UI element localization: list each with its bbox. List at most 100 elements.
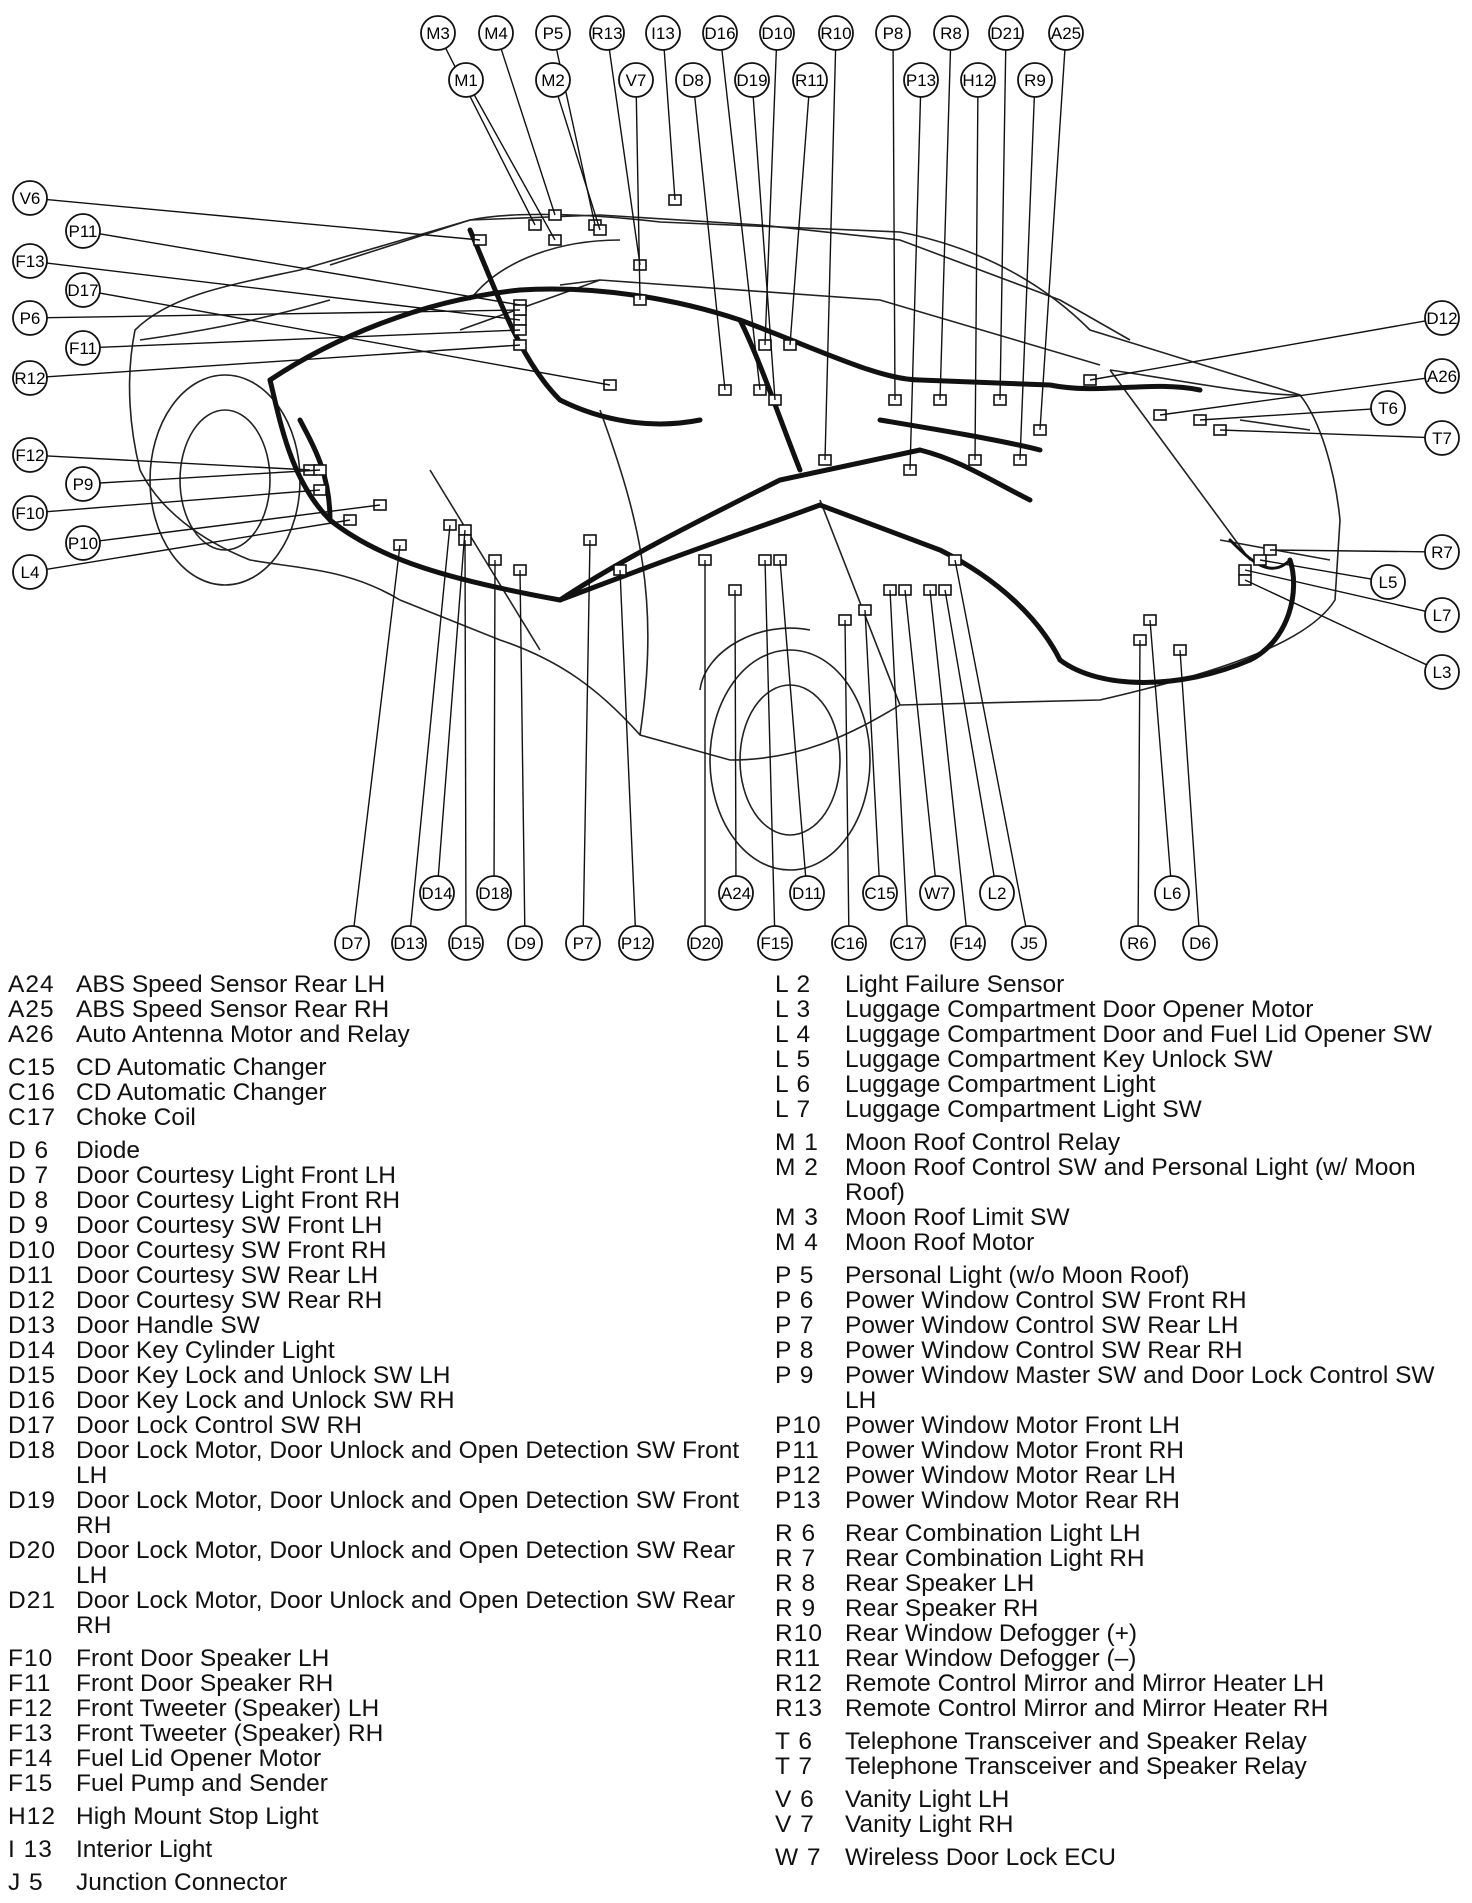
legend-name: Power Window Master SW and Door Lock Con… xyxy=(845,1362,1435,1414)
callout-circle xyxy=(831,925,867,961)
legend-code: P10 xyxy=(775,1412,822,1439)
callout-p7: P7 xyxy=(565,925,601,961)
leader-w7 xyxy=(904,589,936,877)
callout-code: M4 xyxy=(484,24,508,43)
leader-r7 xyxy=(1269,549,1426,553)
legend-code: R13 xyxy=(775,1695,823,1722)
legend-name: Power Window Control SW Rear RH xyxy=(845,1337,1243,1364)
legend-name: Rear Combination Light LH xyxy=(845,1520,1141,1547)
callout-p6: P6 xyxy=(12,300,48,336)
legend-code: P13 xyxy=(775,1487,822,1514)
legend-code: L 3 xyxy=(775,996,812,1023)
legend-code: D 8 xyxy=(8,1187,50,1214)
legend-code: D10 xyxy=(8,1237,56,1264)
legend-code: T 6 xyxy=(775,1728,813,1755)
legend-code: I 13 xyxy=(8,1836,53,1863)
callout-c16: C16 xyxy=(831,925,867,961)
callout-code: L2 xyxy=(988,884,1007,903)
callout-f11: F11 xyxy=(65,330,101,366)
legend-name: Door Handle SW xyxy=(76,1312,260,1339)
leader-t6 xyxy=(1199,408,1372,421)
legend-name: ABS Speed Sensor Rear LH xyxy=(76,971,386,998)
callout-code: D9 xyxy=(514,934,536,953)
callout-code: P11 xyxy=(69,222,98,241)
leader-m4 xyxy=(500,48,556,216)
legend-code: L 2 xyxy=(775,971,812,998)
leader-r8 xyxy=(939,49,952,401)
callout-code: A24 xyxy=(721,884,751,903)
leader-t7 xyxy=(1219,429,1426,439)
callout-circle xyxy=(565,925,601,961)
callout-code: V7 xyxy=(626,71,647,90)
legend-code: T 7 xyxy=(775,1753,813,1780)
legend-code: D21 xyxy=(8,1587,56,1614)
legend-name: Luggage Compartment Light xyxy=(845,1071,1156,1098)
callout-code: L7 xyxy=(1433,606,1452,625)
legend-name: CD Automatic Changer xyxy=(76,1054,327,1081)
callout-circle xyxy=(933,15,969,51)
leader-p11 xyxy=(99,233,521,306)
legend-code: F14 xyxy=(8,1745,54,1772)
callout-t7: T7 xyxy=(1424,420,1460,456)
leader-a26 xyxy=(1159,377,1426,416)
callout-circle xyxy=(734,62,770,98)
callout-circle xyxy=(12,495,48,531)
callout-code: P8 xyxy=(883,24,904,43)
callout-code: R6 xyxy=(1127,934,1149,953)
leader-r9 xyxy=(1019,96,1036,461)
leader-d16 xyxy=(721,49,761,391)
legend-name: Luggage Compartment Key Unlock SW xyxy=(845,1046,1273,1073)
legend-code: J 5 xyxy=(8,1869,44,1896)
legend-code: R 7 xyxy=(775,1545,817,1572)
callout-d12: D12 xyxy=(1424,300,1460,336)
callout-code: M1 xyxy=(454,71,478,90)
callout-p5: P5 xyxy=(535,15,571,51)
callout-code: R12 xyxy=(14,369,45,388)
callout-r9: R9 xyxy=(1017,62,1053,98)
leader-l6 xyxy=(1149,619,1172,877)
legend-code: V 7 xyxy=(775,1811,815,1838)
leader-f13 xyxy=(46,262,521,321)
leader-a24 xyxy=(734,589,737,877)
leader-m2 xyxy=(557,96,601,231)
callout-circle xyxy=(792,62,828,98)
leader-c15 xyxy=(864,609,880,877)
legend-name: Power Window Motor Rear RH xyxy=(845,1487,1180,1514)
legend-code: P 6 xyxy=(775,1287,815,1314)
callout-l7: L7 xyxy=(1424,597,1460,633)
legend-code: C17 xyxy=(8,1104,56,1131)
legend-name: Personal Light (w/o Moon Roof) xyxy=(845,1262,1190,1289)
callout-circle xyxy=(535,15,571,51)
legend-name: Door Key Lock and Unlock SW RH xyxy=(76,1387,455,1414)
callout-code: D19 xyxy=(736,71,767,90)
callout-m2: M2 xyxy=(535,62,571,98)
callout-code: L5 xyxy=(1379,573,1398,592)
callout-p8: P8 xyxy=(875,15,911,51)
legend-name: Power Window Motor Rear LH xyxy=(845,1462,1176,1489)
legend-name: Door Courtesy Light Front RH xyxy=(76,1187,401,1214)
callout-circle xyxy=(476,875,512,911)
callout-code: F15 xyxy=(760,934,789,953)
legend-code: D 7 xyxy=(8,1162,50,1189)
callout-d6: D6 xyxy=(1182,925,1218,961)
callout-c15: C15 xyxy=(862,875,898,911)
callout-code: D21 xyxy=(990,24,1021,43)
legend-name: Diode xyxy=(76,1137,141,1164)
leader-d8 xyxy=(694,96,726,391)
